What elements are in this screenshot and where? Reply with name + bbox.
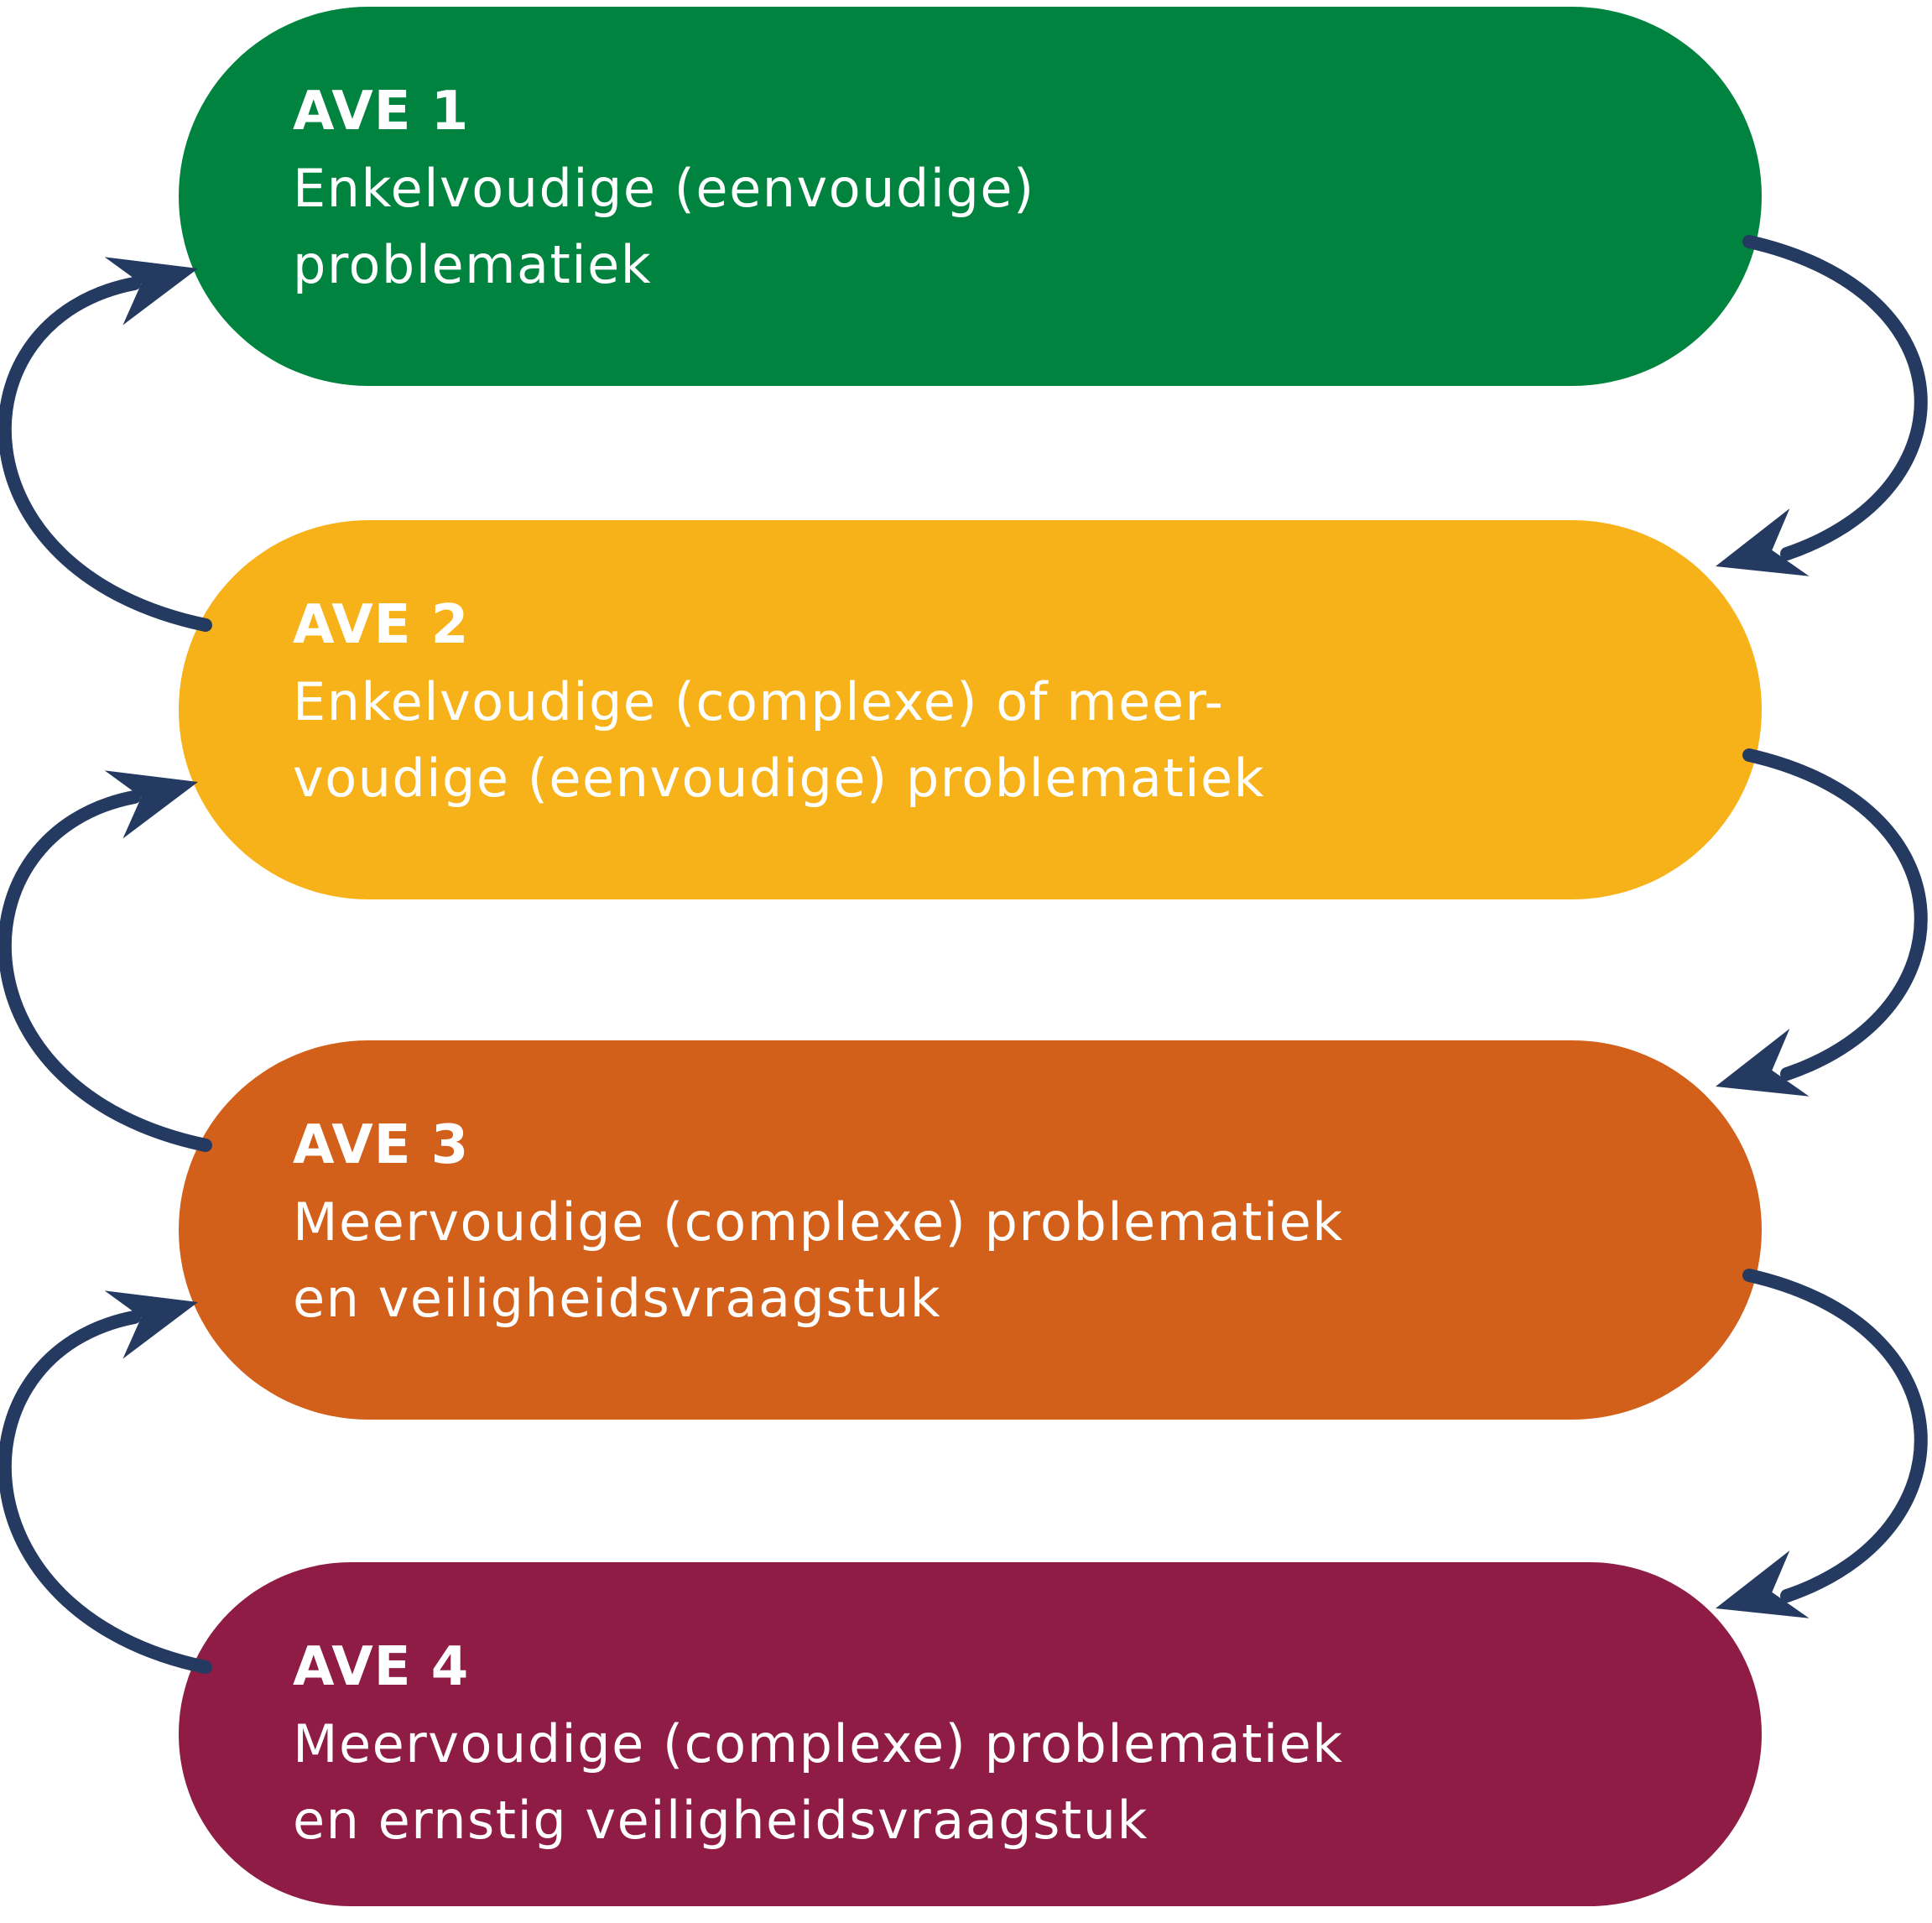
- box-ave1-line1: Enkelvoudige (eenvoudige): [293, 158, 1035, 219]
- box-ave3-line2: en veiligheidsvraagstuk: [293, 1268, 942, 1329]
- box-ave1: AVE 1 Enkelvoudige (eenvoudige) problema…: [179, 7, 1762, 386]
- box-ave2: AVE 2 Enkelvoudige (complexe) of meer- v…: [179, 520, 1762, 899]
- arrow-ave2-to-ave1: [0, 257, 212, 632]
- box-ave1-line2: problematiek: [293, 234, 653, 295]
- arrowhead-icon: [1716, 508, 1810, 576]
- arrow-ave3-to-ave2: [0, 770, 212, 1152]
- arrow-curve: [0, 790, 212, 1152]
- box-ave2-line2: voudige (eenvoudige) problematiek: [293, 748, 1265, 809]
- arrowhead-icon: [1716, 1028, 1810, 1097]
- arrow-curve: [1742, 748, 1928, 1081]
- arrow-curve: [0, 1311, 212, 1674]
- arrow-ave1-to-ave2: [1716, 235, 1928, 576]
- box-ave2-title: AVE 2: [293, 594, 470, 656]
- arrow-ave3-to-ave4: [1716, 1269, 1928, 1618]
- box-ave4-line1: Meervoudige (complexe) problematiek: [293, 1713, 1344, 1774]
- box-ave2-line1: Enkelvoudige (complexe) of meer-: [293, 671, 1225, 732]
- box-ave4: AVE 4 Meervoudige (complexe) problematie…: [179, 1562, 1762, 1906]
- box-ave4-line2: en ernstig veiligheidsvraagstuk: [293, 1790, 1148, 1851]
- box-ave1-title: AVE 1: [293, 81, 470, 143]
- arrow-curve: [1742, 1269, 1928, 1602]
- box-ave3-line1: Meervoudige (complexe) problematiek: [293, 1191, 1344, 1253]
- box-ave3-title: AVE 3: [293, 1114, 470, 1176]
- box-ave3: AVE 3 Meervoudige (complexe) problematie…: [179, 1040, 1762, 1420]
- arrow-curve: [1742, 235, 1928, 560]
- arrow-ave2-to-ave3: [1716, 748, 1928, 1097]
- arrow-ave4-to-ave3: [0, 1290, 212, 1674]
- box-ave4-title: AVE 4: [293, 1636, 470, 1698]
- arrow-curve: [0, 277, 212, 632]
